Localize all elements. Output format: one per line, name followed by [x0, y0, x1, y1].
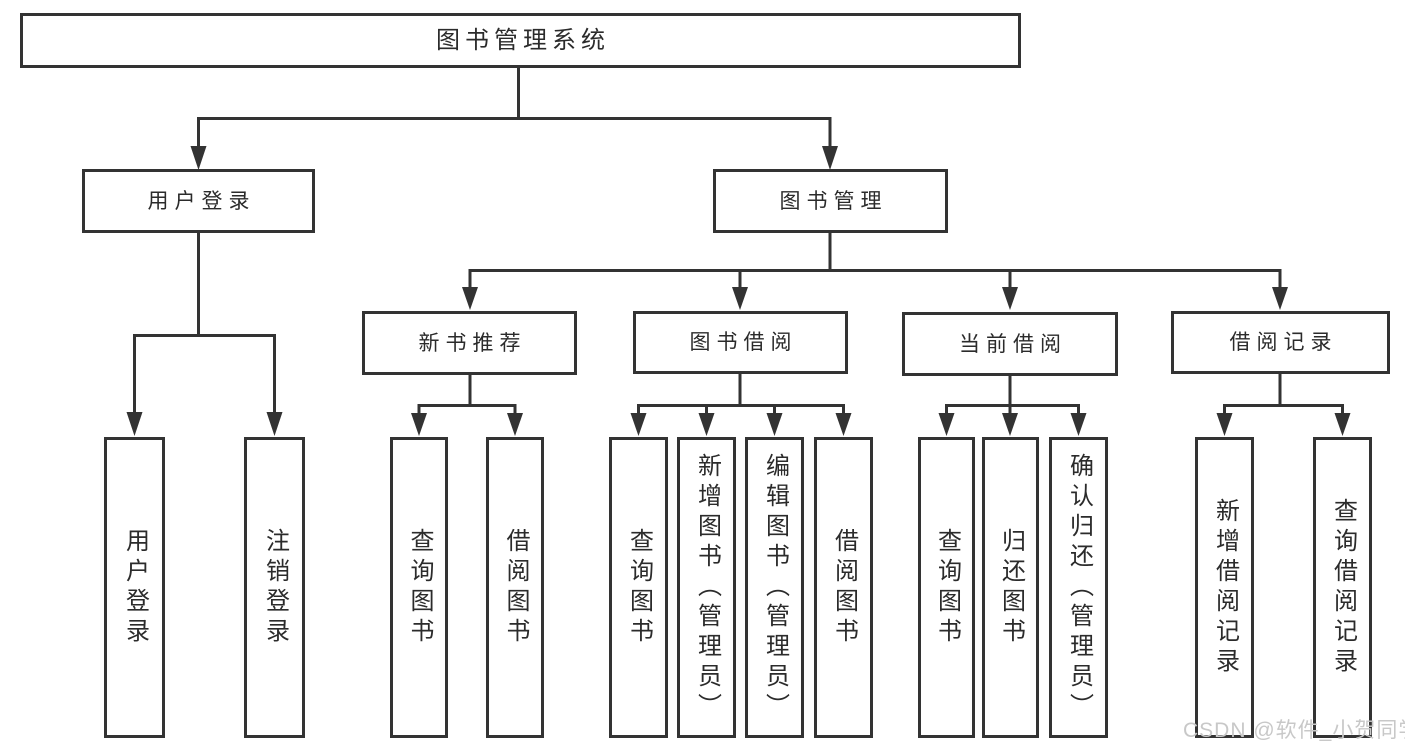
arrowhead-leaf-cur-return [1002, 413, 1018, 436]
arrowhead-leaf-rec-add [1216, 413, 1233, 436]
arrowhead-borrow-records [1272, 287, 1288, 310]
leaf-borrow-add-admin: 新增图书（管理员） [677, 437, 736, 738]
leaf-newbooks-borrow: 借阅图书 [486, 437, 544, 738]
leaf-borrow-edit-admin: 编辑图书（管理员） [745, 437, 804, 738]
connector-newbooks-rail [417, 404, 517, 420]
leaf-current-query: 查询图书 [918, 437, 975, 738]
leaf-borrow-query: 查询图书 [609, 437, 668, 738]
node-root: 图书管理系统 [20, 13, 1021, 68]
leaf-user-login: 用户登录 [104, 437, 165, 738]
arrowhead-leaf-bw-query [630, 413, 647, 436]
leaf-current-return: 归还图书 [982, 437, 1039, 738]
arrowhead-leaf-cur-confirm [1070, 413, 1087, 436]
arrowhead-leaf-bw-borrow [835, 413, 852, 436]
arrowhead-current-borrow [1002, 287, 1018, 310]
node-borrow-records: 借阅记录 [1171, 311, 1390, 374]
connector-userlogin-rail [133, 334, 276, 420]
node-current-borrow: 当前借阅 [902, 312, 1118, 376]
connector-records-rail [1223, 404, 1344, 420]
node-new-books: 新书推荐 [362, 311, 577, 375]
connector-level2-rail [468, 269, 1282, 294]
arrowhead-leaf-new-query [411, 413, 427, 436]
arrowhead-leaf-rec-query [1334, 413, 1351, 436]
arrowhead-leaf-logout [266, 412, 283, 436]
leaf-current-confirm-admin: 确认归还（管理员） [1049, 437, 1108, 738]
leaf-user-logout: 注销登录 [244, 437, 305, 738]
arrowhead-book-borrow [732, 287, 748, 310]
arrowhead-leaf-login [126, 412, 143, 436]
connector-level1-rail [197, 117, 832, 154]
arrowhead-leaf-new-borrow [507, 413, 523, 436]
arrowhead-leaf-bw-add [698, 413, 715, 436]
leaf-records-query: 查询借阅记录 [1313, 437, 1372, 738]
connector-current-rail [945, 404, 1080, 420]
arrowhead-leaf-bw-edit [766, 413, 783, 436]
arrowhead-user-login [190, 146, 207, 170]
arrowhead-new-books [462, 287, 478, 310]
csdn-watermark: CSDN @软件_小贺同学 [1183, 719, 1405, 742]
arrowhead-leaf-cur-query [938, 413, 955, 436]
arrowhead-book-mgmt [822, 146, 838, 170]
node-user-login: 用户登录 [82, 169, 315, 233]
connector-bookborrow-rail [637, 404, 845, 420]
leaf-newbooks-query: 查询图书 [390, 437, 448, 738]
arrowheads [126, 146, 1351, 436]
node-book-management: 图书管理 [713, 169, 948, 233]
leaf-records-add: 新增借阅记录 [1195, 437, 1254, 738]
node-book-borrow: 图书借阅 [633, 311, 848, 374]
leaf-borrow-borrow: 借阅图书 [814, 437, 873, 738]
